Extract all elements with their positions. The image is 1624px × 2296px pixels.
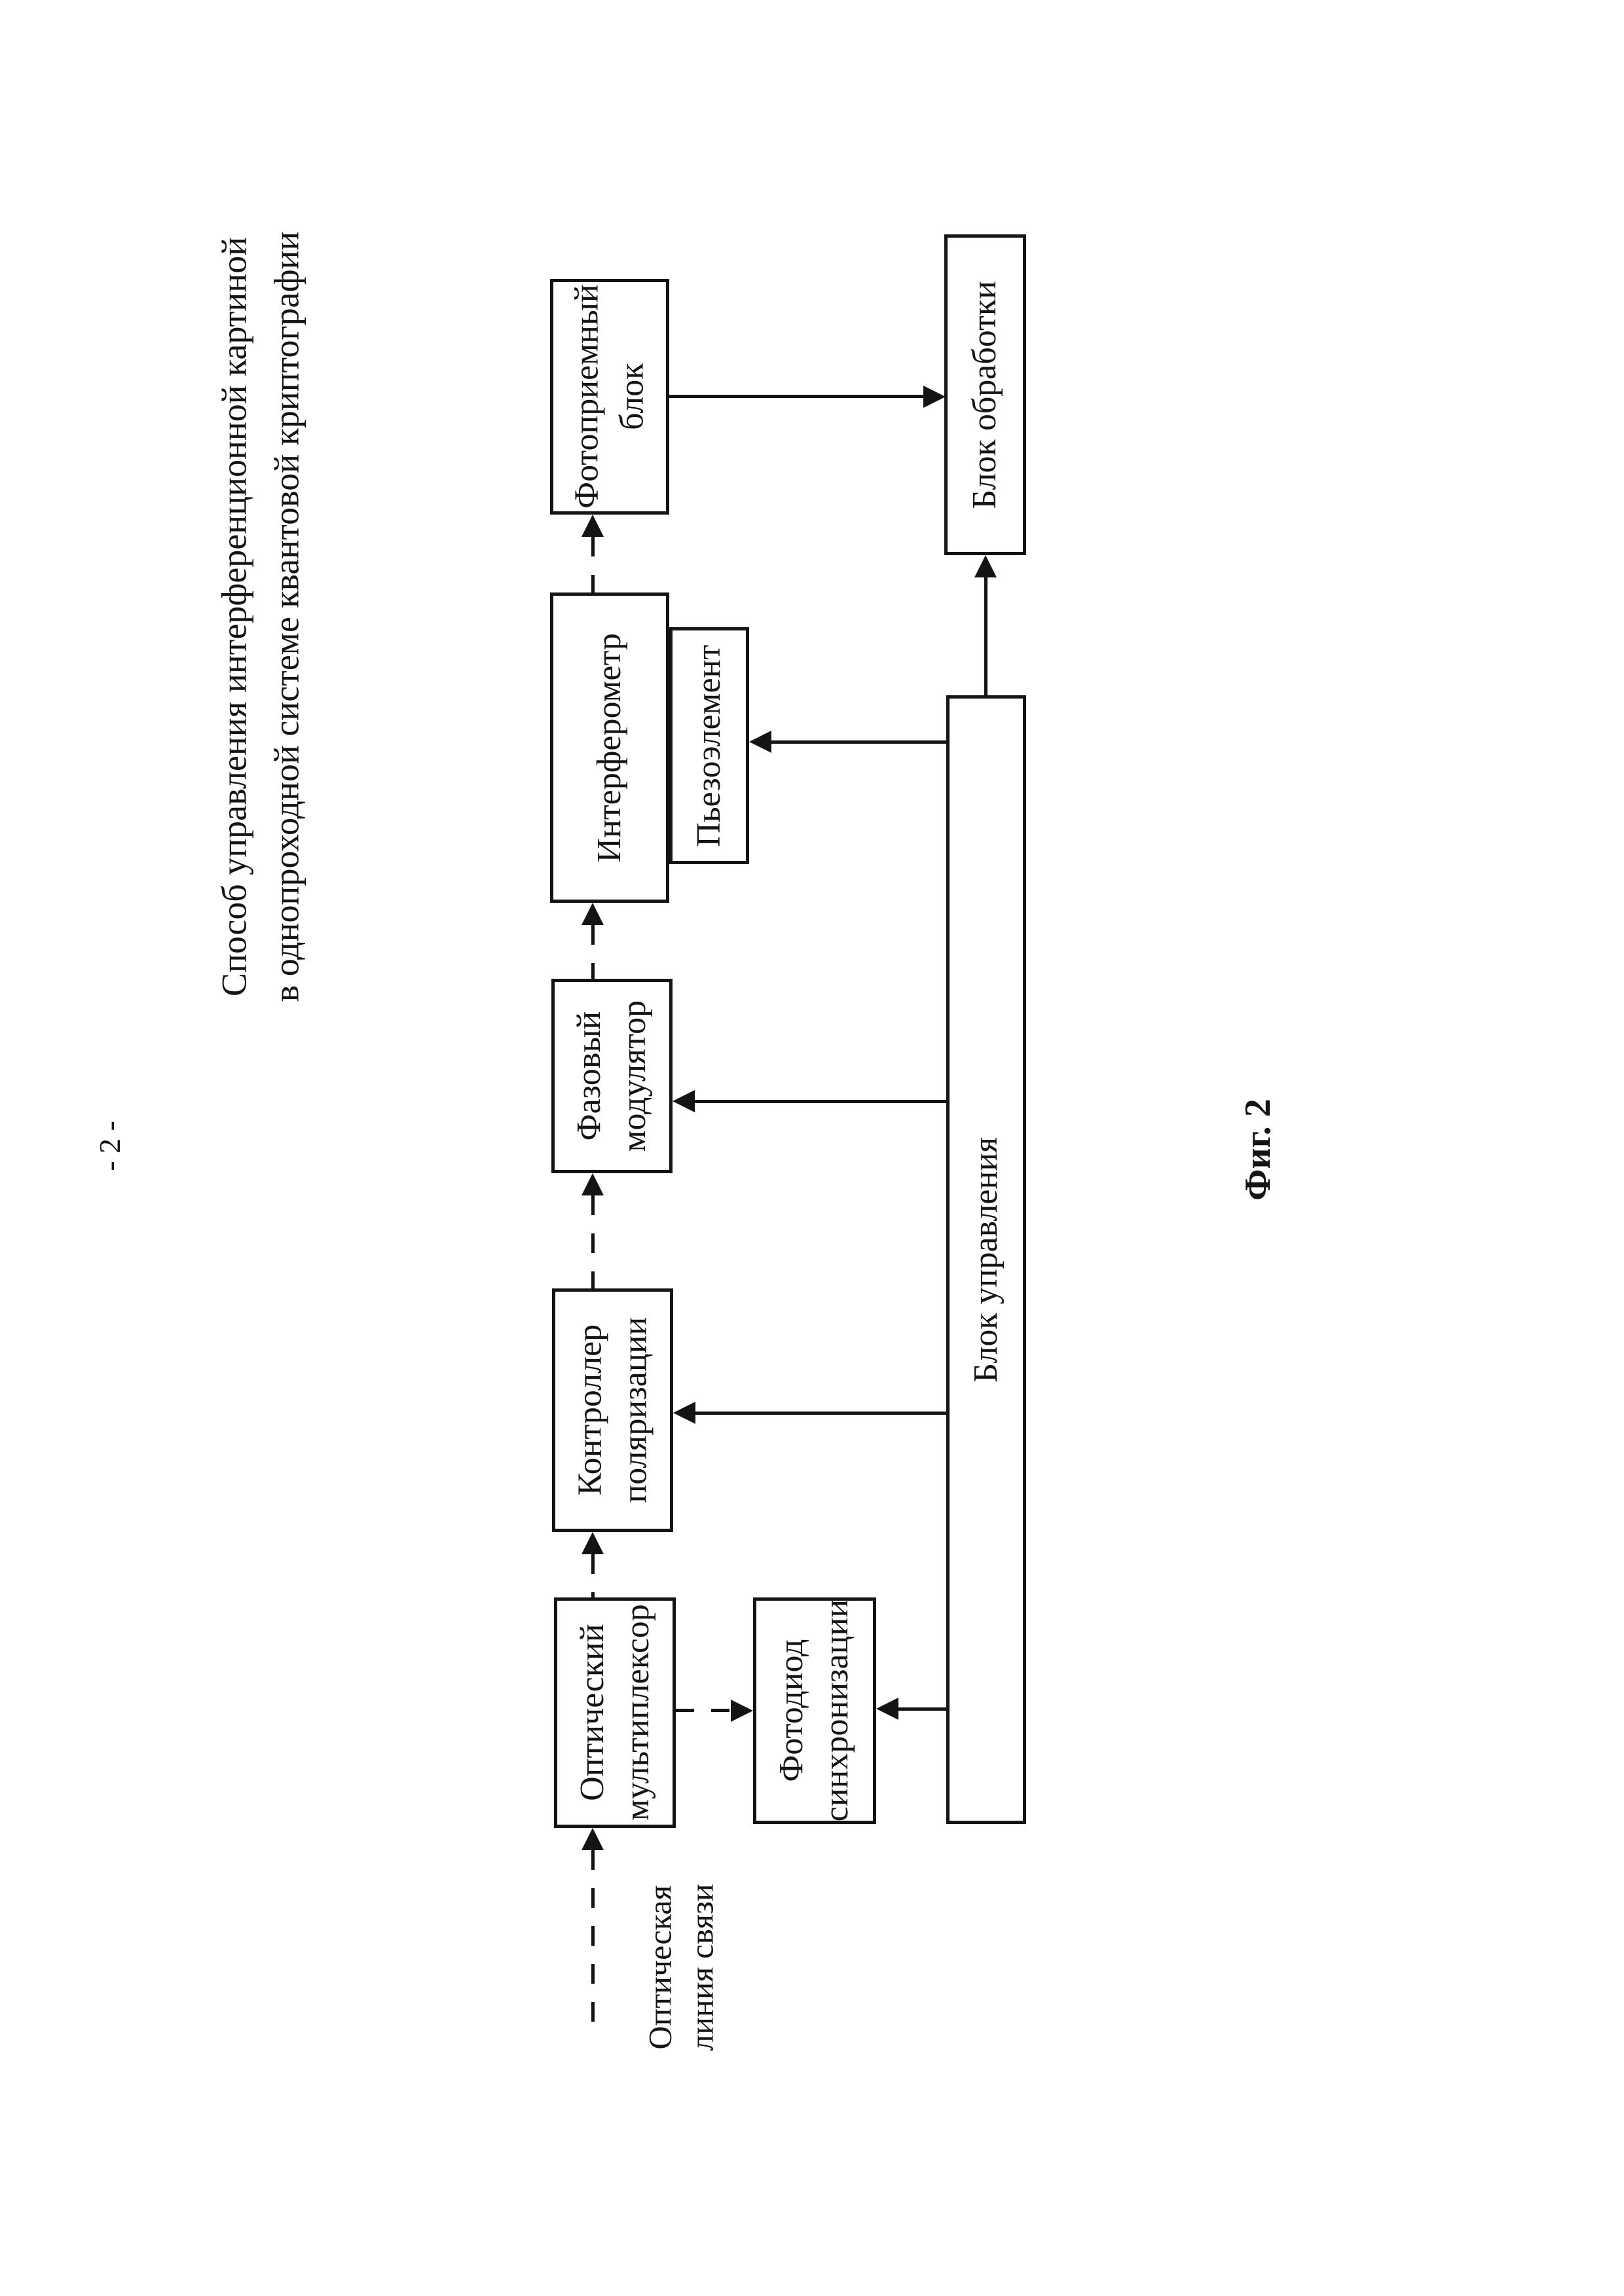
box-optical-multiplexer: Оптический мультиплексор: [554, 1597, 676, 1828]
dashed-mux-to-polarization-controller: [591, 1554, 595, 1597]
optical-line-dashed-tail: [591, 1850, 595, 2028]
connector-photodetector-to-processing: [669, 395, 926, 398]
connector-control-to-sync-photodiode: [897, 1707, 948, 1711]
connector-control-to-piezo: [770, 740, 948, 744]
arrowhead-into-sync-photodiode-left: [731, 1700, 753, 1722]
arrowhead-into-phase-modulator-bottom: [581, 1173, 604, 1195]
box-control-unit: Блок управления: [946, 695, 1026, 1824]
box-optical-multiplexer-label: Оптический мультиплексор: [573, 1604, 656, 1821]
box-control-unit-label: Блок управления: [967, 1137, 1005, 1383]
arrowhead-into-polarization-controller: [673, 1402, 695, 1424]
optical-line-label-text: Оптическая линия связи: [642, 1884, 720, 2051]
arrowhead-into-piezo: [749, 731, 771, 753]
box-sync-photodiode-label: Фотодиод синхронизации: [773, 1599, 855, 1822]
box-photodetector: Фотоприемный блок: [550, 279, 669, 515]
page-title-text: Способ управления интерференционной карт…: [214, 231, 306, 1002]
arrowhead-into-sync-photodiode-right: [876, 1698, 898, 1720]
box-interferometer: Интерферометр: [550, 592, 669, 903]
box-piezo-element-label: Пьезоэлемент: [690, 644, 728, 847]
connector-control-to-processing: [984, 576, 987, 697]
box-polarization-controller: Контроллер поляризации: [552, 1288, 673, 1532]
dashed-interferometer-to-photodetector: [591, 537, 595, 592]
box-processing-unit-label: Блок обработки: [966, 280, 1004, 509]
box-processing-unit: Блок обработки: [944, 234, 1026, 555]
box-polarization-controller-label: Контроллер поляризации: [570, 1317, 654, 1503]
connector-control-to-phase-modulator: [693, 1100, 948, 1103]
box-sync-photodiode: Фотодиод синхронизации: [753, 1597, 876, 1824]
box-photodetector-label: Фотоприемный блок: [568, 284, 651, 509]
dashed-phase-modulator-to-interferometer: [591, 925, 595, 979]
arrowhead-into-photodetector-bottom: [581, 515, 604, 537]
box-phase-modulator-label: Фазовый модулятор: [570, 1000, 653, 1152]
arrowhead-into-polarization-controller-bottom: [581, 1532, 604, 1554]
dashed-polarization-controller-to-phase-modulator: [591, 1195, 595, 1288]
arrowhead-into-multiplexer-bottom: [581, 1828, 604, 1850]
arrowhead-into-interferometer-bottom: [581, 903, 604, 925]
arrowhead-into-processing-bottom: [974, 555, 997, 577]
connector-control-to-polarization-controller: [694, 1412, 948, 1415]
box-piezo-element: Пьезоэлемент: [669, 627, 749, 864]
arrowhead-into-processing-left: [923, 386, 946, 408]
box-phase-modulator: Фазовый модулятор: [551, 979, 673, 1173]
figure-caption-text: Фиг. 2: [1238, 1099, 1279, 1201]
page-number-text: - 2 -: [92, 1120, 126, 1171]
arrowhead-into-phase-modulator: [673, 1090, 695, 1112]
dashed-mux-to-sync-photodiode: [676, 1709, 732, 1712]
box-interferometer-label: Интерферометр: [590, 632, 628, 863]
